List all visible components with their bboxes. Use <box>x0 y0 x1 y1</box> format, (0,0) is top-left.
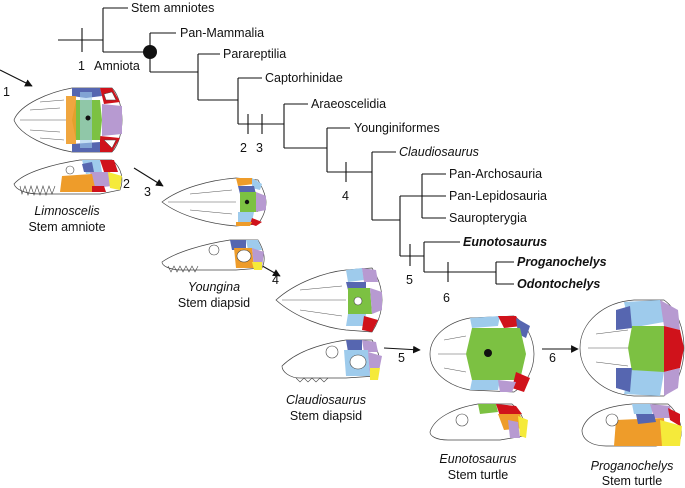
skull-description-label: Stem amniote <box>28 220 105 234</box>
node-number: 2 <box>240 141 247 155</box>
proganochelys-skull-lateral <box>581 403 682 447</box>
node-number: 5 <box>406 273 413 287</box>
proganochelys-skull-dorsal <box>579 299 685 397</box>
eunotosaurus-skull-dorsal <box>429 315 535 393</box>
taxon-label: Pan-Archosauria <box>449 167 542 181</box>
arrow-number: 4 <box>272 273 279 287</box>
skull-genus-label: Eunotosaurus <box>439 452 516 466</box>
arrow-2-3 <box>133 167 164 187</box>
amniota-node-marker <box>143 45 157 59</box>
node-number: 3 <box>256 141 263 155</box>
arrow-1 <box>0 69 33 87</box>
taxon-label: Pan-Mammalia <box>180 26 264 40</box>
skull-genus-label: Limnoscelis <box>34 204 99 218</box>
skull-description-label: Stem diapsid <box>290 409 362 423</box>
taxon-label: Younginiformes <box>354 121 440 135</box>
taxon-label: Proganochelys <box>517 255 607 269</box>
taxon-label: Araeoscelidia <box>311 97 386 111</box>
amniota-label: Amniota <box>94 59 140 73</box>
arrow-number: 3 <box>144 185 151 199</box>
taxon-label: Odontochelys <box>517 277 600 291</box>
arrow-number: 2 <box>123 177 130 191</box>
youngina-skull-dorsal <box>161 177 267 227</box>
arrow-number: 1 <box>3 85 10 99</box>
taxon-label: Claudiosaurus <box>399 145 479 159</box>
skull-genus-label: Proganochelys <box>591 459 674 473</box>
taxon-label: Stem amniotes <box>131 1 214 15</box>
arrow-number: 6 <box>549 351 556 365</box>
node-number: 4 <box>342 189 349 203</box>
eunotosaurus-skull-lateral <box>429 403 528 441</box>
claudiosaurus-skull-lateral <box>281 339 382 383</box>
cladogram-tree <box>58 7 514 285</box>
taxon-label: Eunotosaurus <box>463 235 547 249</box>
youngina-skull-lateral <box>161 239 265 273</box>
limnoscelis-skull-dorsal <box>13 87 123 153</box>
taxon-label: Parareptilia <box>223 47 286 61</box>
skull-description-label: Stem diapsid <box>178 296 250 310</box>
skull-genus-label: Youngina <box>188 280 240 294</box>
skull-description-label: Stem turtle <box>602 474 662 488</box>
node-number: 6 <box>443 291 450 305</box>
taxon-label: Pan-Lepidosauria <box>449 189 547 203</box>
node-number: 1 <box>78 59 85 73</box>
skull-description-label: Stem turtle <box>448 468 508 482</box>
skull-genus-label: Claudiosaurus <box>286 393 366 407</box>
taxon-label: Captorhinidae <box>265 71 343 85</box>
taxon-label: Sauropterygia <box>449 211 527 225</box>
limnoscelis-skull-lateral <box>13 159 123 196</box>
arrow-number: 5 <box>398 351 405 365</box>
claudiosaurus-skull-dorsal <box>275 267 383 333</box>
arrow-5 <box>383 345 421 354</box>
